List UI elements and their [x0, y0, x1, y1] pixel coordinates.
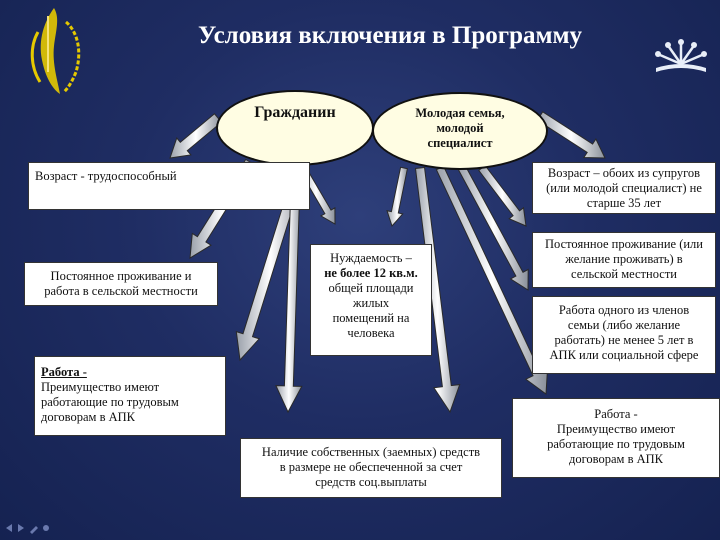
work-left-line-3: договорам в АПК	[41, 410, 135, 424]
residence-rural-line-3: сельской местности	[571, 267, 677, 281]
funds-line-2: в размере не обеспеченной за счет	[279, 460, 463, 474]
age-working-box: Возраст - трудоспособный	[28, 162, 310, 210]
arrow-to-residence-rural	[478, 164, 527, 227]
funds-box: Наличие собственных (заемных) средств в …	[240, 438, 502, 498]
age-spouses-line-1: Возраст – обоих из супругов	[547, 166, 701, 180]
age-spouses-line-2: (или молодой специалист) не	[546, 181, 702, 195]
family-work-box: Работа одного из членов семьи (либо жела…	[532, 296, 716, 374]
funds-line-1: Наличие собственных (заемных) средств	[261, 445, 481, 459]
work-right-line-3: работающие по трудовым	[547, 437, 685, 451]
arrow-to-need-right	[386, 166, 408, 227]
residence-work-box: Постоянное проживание и работа в сельско…	[24, 262, 218, 306]
work-left-box: Работа - Преимущество имеют работающие п…	[34, 356, 226, 436]
residence-work-line-2: работа в сельской местности	[44, 284, 198, 298]
young-family-label-3: специалист	[427, 136, 493, 150]
arrow-to-funds-family	[414, 166, 461, 414]
need-box: Нуждаемость – не более 12 кв.м. общей пл…	[310, 244, 432, 356]
funds-line-3: средств соц.выплаты	[315, 475, 427, 489]
family-work-line-2: семьи (либо желание	[567, 318, 681, 332]
age-spouses-line-3: старше 35 лет	[586, 196, 662, 210]
wheat-emblem-icon	[30, 8, 81, 94]
work-left-line-2: работающие по трудовым	[41, 395, 179, 409]
arrow-to-work-right	[435, 165, 549, 395]
need-bold: не более 12 кв.м.	[324, 266, 418, 280]
work-right-line-4: договорам в АПК	[569, 452, 663, 466]
young-family-ellipse: Молодая семья, молодой специалист	[372, 92, 548, 170]
sun-emblem-icon	[655, 39, 707, 72]
slide-title: Условия включения в Программу	[197, 22, 583, 49]
age-spouses-box: Возраст – обоих из супругов (или молодой…	[532, 162, 716, 214]
residence-rural-line-2: желание проживать) в	[565, 252, 683, 266]
young-family-label-1: Молодая семья,	[415, 106, 505, 120]
citizen-ellipse: Гражданин	[216, 90, 374, 166]
need-line-5: помещений на	[332, 311, 410, 325]
residence-rural-line-1: Постоянное проживание (или	[545, 237, 703, 251]
work-left-heading: Работа -	[41, 365, 87, 379]
arrow-to-age-working	[169, 113, 223, 159]
arrow-to-family-work	[457, 165, 529, 291]
citizen-label: Гражданин	[254, 104, 336, 121]
young-family-label-2: молодой	[436, 121, 484, 135]
nav-arrows-icon	[6, 524, 49, 534]
age-working-text: Возраст - трудоспособный	[35, 169, 177, 183]
residence-rural-box: Постоянное проживание (или желание прожи…	[532, 232, 716, 288]
work-right-line-2: Преимущество имеют	[556, 422, 676, 436]
work-right-line-1: Работа -	[594, 407, 638, 421]
family-work-line-3: работать) не менее 5 лет в	[554, 333, 694, 347]
family-work-line-1: Работа одного из членов	[558, 303, 690, 317]
work-left-line-1: Преимущество имеют	[41, 380, 160, 394]
need-line-3: общей площади	[328, 281, 414, 295]
need-line-4: жилых	[352, 296, 390, 310]
work-right-box: Работа - Преимущество имеют работающие п…	[512, 398, 720, 478]
need-line-6: человека	[347, 326, 395, 340]
need-line-1: Нуждаемость –	[330, 251, 412, 265]
arrow-to-age-spouses	[536, 111, 606, 159]
family-work-line-4: АПК или социальной сфере	[549, 348, 699, 362]
residence-work-line-1: Постоянное проживание и	[50, 269, 192, 283]
